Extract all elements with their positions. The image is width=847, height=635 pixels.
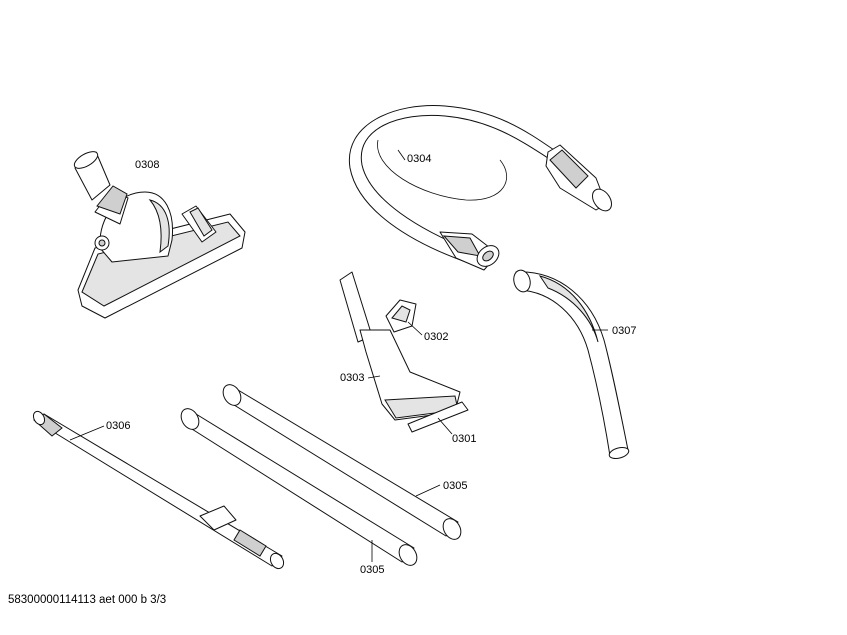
part-label-0305-lower: 0305 bbox=[360, 564, 384, 576]
part-label-0306: 0306 bbox=[106, 420, 130, 432]
suction-hose-part bbox=[348, 105, 613, 271]
clip-part bbox=[385, 299, 417, 333]
part-label-0305-upper: 0305 bbox=[443, 480, 467, 492]
curved-handle-part bbox=[513, 269, 630, 459]
extension-tube-lower-part bbox=[180, 408, 418, 566]
telescopic-tube-part bbox=[32, 410, 285, 570]
upholstery-nozzle-part bbox=[339, 271, 461, 421]
leader-0306 bbox=[69, 425, 105, 441]
extension-tube-upper-part bbox=[222, 384, 462, 540]
part-label-0303: 0303 bbox=[340, 372, 364, 384]
leader-0301 bbox=[437, 417, 453, 435]
part-label-0302: 0302 bbox=[424, 331, 448, 343]
part-label-0307: 0307 bbox=[612, 325, 636, 337]
leader-0305-upper bbox=[415, 484, 441, 497]
leader-0304 bbox=[397, 149, 406, 161]
leader-0302 bbox=[407, 321, 423, 336]
brush-strip-part bbox=[407, 401, 469, 433]
document-reference-footer: 58300000114113 aet 000 b 3/3 bbox=[8, 594, 167, 606]
leader-0303 bbox=[367, 375, 381, 379]
part-label-0308: 0308 bbox=[135, 159, 159, 171]
part-label-0304: 0304 bbox=[407, 153, 431, 165]
part-label-0301: 0301 bbox=[452, 433, 476, 445]
floor-nozzle-part bbox=[73, 151, 246, 319]
